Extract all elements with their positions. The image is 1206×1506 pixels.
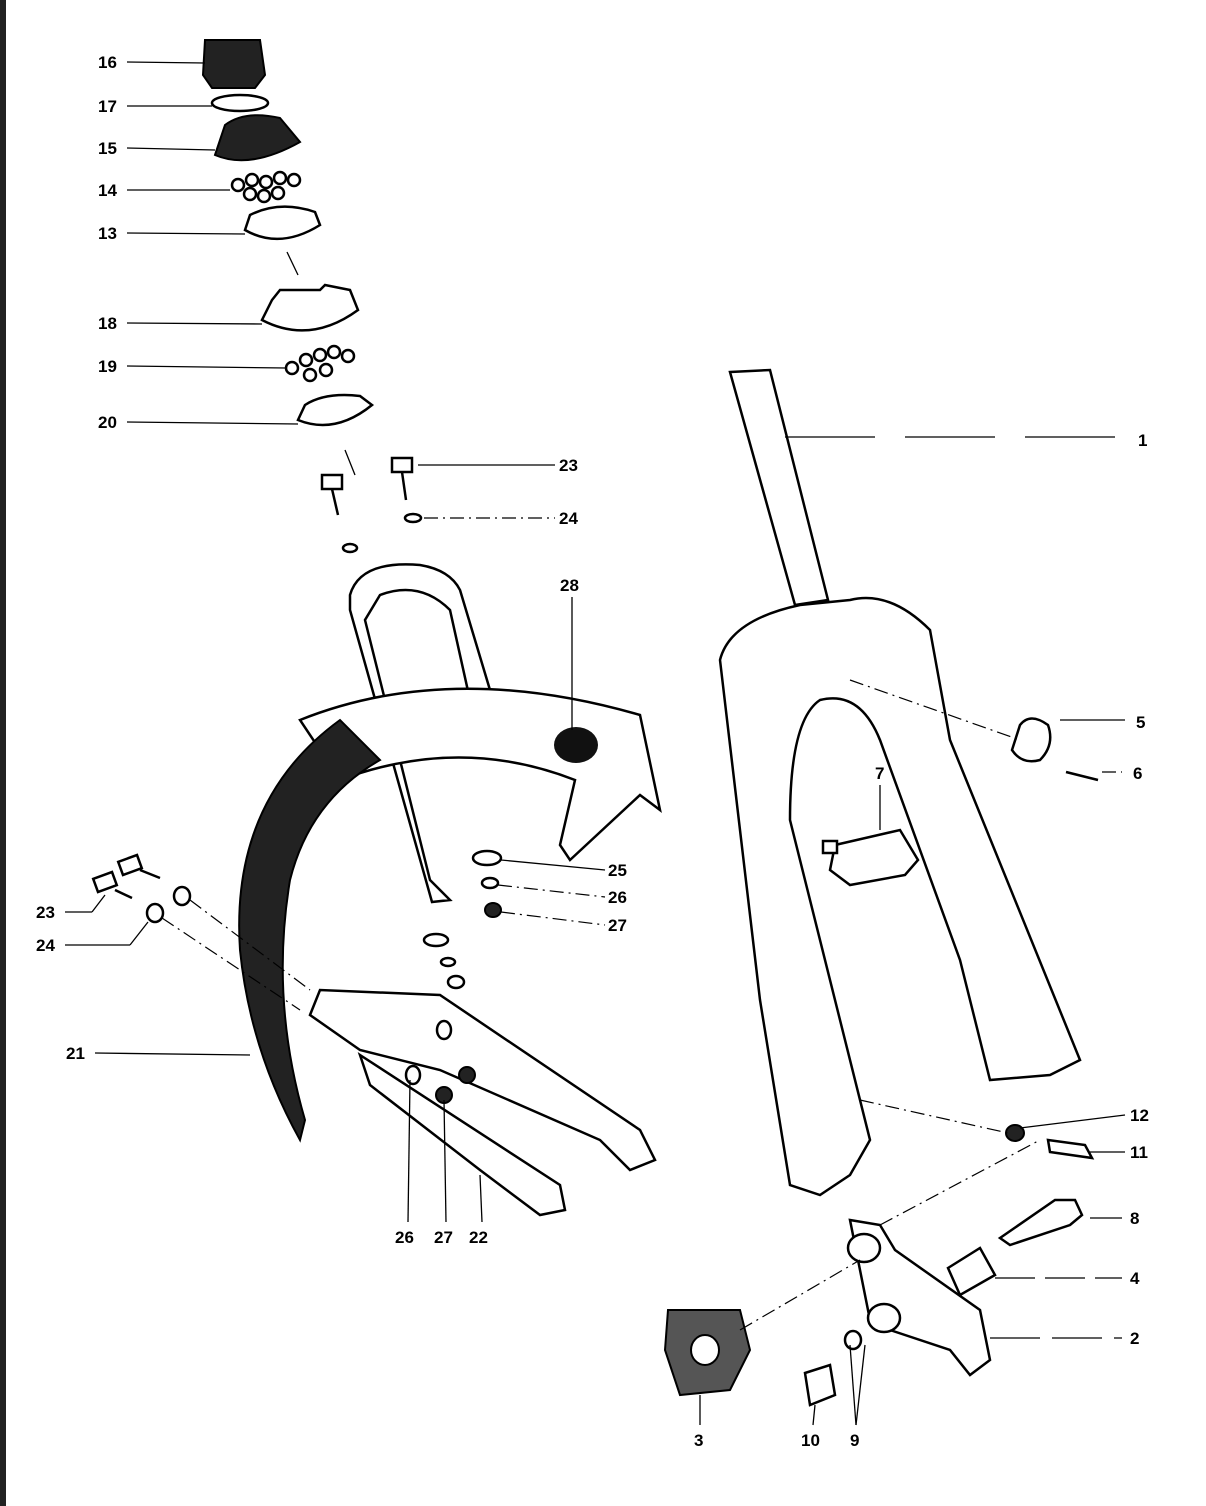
part-10-nut (803, 1363, 837, 1407)
label-28: 28 (560, 576, 579, 595)
bolt-head (390, 456, 414, 474)
part-4-bush (946, 1246, 997, 1297)
label-23-left: 23 (36, 903, 55, 922)
label-22: 22 (469, 1228, 488, 1247)
label-21: 21 (66, 1044, 85, 1063)
label-19: 19 (98, 357, 117, 376)
label-16: 16 (98, 53, 117, 72)
label-9: 9 (850, 1431, 859, 1450)
headset-parts (201, 39, 375, 476)
label-10: 10 (801, 1431, 820, 1450)
label-18: 18 (98, 314, 117, 333)
part-28-badge (554, 727, 598, 763)
label-23: 23 (559, 456, 578, 475)
fork-body (718, 596, 1082, 1197)
label-26: 26 (608, 888, 627, 907)
part-14-balls (230, 170, 302, 204)
label-1: 1 (1138, 431, 1147, 450)
label-4: 4 (1130, 1269, 1140, 1288)
part-1-steerer (728, 368, 830, 607)
label-3: 3 (694, 1431, 703, 1450)
part-20-cone (296, 393, 375, 427)
part-15-cone (213, 114, 302, 162)
bolt-head (320, 473, 344, 491)
label-24-left: 24 (36, 936, 55, 955)
part-stay (348, 563, 492, 904)
label-5: 5 (1136, 713, 1145, 732)
label-26-bottom: 26 (395, 1228, 414, 1247)
part-11-bolt (1046, 1138, 1095, 1160)
part-9-washer (843, 1329, 863, 1351)
label-25: 25 (608, 861, 627, 880)
part-13-cup (243, 205, 322, 241)
part-21-mudguard (238, 718, 382, 1143)
part-22-bracket (308, 988, 657, 1172)
label-14: 14 (98, 181, 117, 200)
label-2: 2 (1130, 1329, 1139, 1348)
mudguard-assembly (91, 456, 662, 1217)
part-17-washer (210, 93, 270, 113)
part-18-cup (260, 283, 360, 332)
part-19-balls (284, 344, 356, 383)
part-7-block (828, 828, 920, 887)
label-13: 13 (98, 224, 117, 243)
label-24: 24 (559, 509, 578, 528)
fork-assembly (663, 368, 1099, 1407)
label-27-bottom: 27 (434, 1228, 453, 1247)
label-15: 15 (98, 139, 117, 158)
label-11: 11 (1130, 1143, 1148, 1162)
left-bolts (91, 853, 192, 924)
scan-edge (0, 0, 6, 1506)
label-12: 12 (1130, 1106, 1149, 1125)
part-16-locknut (201, 39, 267, 89)
part-6-screw (1065, 770, 1099, 782)
part-labels: 16 17 15 14 13 18 19 20 23 24 28 1 5 6 7… (36, 53, 1149, 1450)
label-20: 20 (98, 413, 117, 432)
label-6: 6 (1133, 764, 1142, 783)
label-7: 7 (875, 764, 884, 783)
part-8-bolt (997, 1198, 1084, 1247)
part-5-emblem (1010, 717, 1052, 763)
leader-lines (65, 61, 1126, 1426)
label-8: 8 (1130, 1209, 1139, 1228)
label-27: 27 (608, 916, 627, 935)
label-17: 17 (98, 97, 117, 116)
